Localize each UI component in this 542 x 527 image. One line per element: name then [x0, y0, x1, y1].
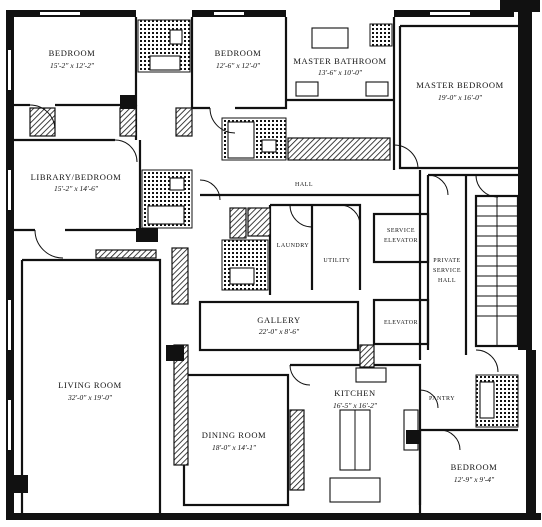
master-bed-dims: 19'-0" x 16'-0": [438, 93, 483, 102]
kitchen-fixtures: [329, 367, 419, 503]
private-hall-line3: HALL: [438, 278, 456, 284]
elevator-label: ELEVATOR: [384, 320, 418, 326]
private-hall-line1: PRIVATE: [433, 258, 460, 264]
living-room-name: LIVING ROOM: [58, 380, 122, 390]
kitchen-dims: 16'-5" x 16'-2": [333, 401, 378, 410]
dining-room-name: DINING ROOM: [202, 430, 266, 440]
doors: [29, 104, 499, 451]
gallery-dims: 22'-0" x 8'-6": [259, 327, 300, 336]
closets: [29, 107, 391, 491]
bathrooms: [137, 19, 519, 428]
service-elevator-line1: SERVICE: [387, 228, 415, 234]
library-name: LIBRARY/BEDROOM: [31, 172, 122, 182]
bedroom-n-name: BEDROOM: [215, 48, 262, 58]
kitchen-name: KITCHEN: [334, 388, 376, 398]
private-hall-line2: SERVICE: [433, 268, 461, 274]
stair-treads: [476, 196, 518, 346]
bedroom-n-dims: 12'-6" x 12'-0": [216, 61, 261, 70]
service-elevator-line2: ELEVATOR: [384, 238, 418, 244]
dining-room-dims: 18'-0" x 14'-1": [212, 443, 257, 452]
master-bed-name: MASTER BEDROOM: [416, 80, 504, 90]
master-bath-name: MASTER BATHROOM: [293, 56, 386, 66]
gallery-name: GALLERY: [257, 315, 300, 325]
bedroom-nw-dims: 15'-2" x 12'-2": [50, 61, 95, 70]
pantry-label: PANTRY: [429, 396, 455, 402]
bedroom-nw-name: BEDROOM: [49, 48, 96, 58]
columns: [14, 95, 420, 493]
laundry-label: LAUNDRY: [277, 243, 310, 249]
library-dims: 15'-2" x 14'-6": [54, 184, 99, 193]
bedroom-se-dims: 12'-9" x 9'-4": [454, 475, 495, 484]
bedroom-se-name: BEDROOM: [451, 462, 498, 472]
master-bath-dims: 13'-6" x 10'-0": [318, 68, 363, 77]
exterior-walls: [6, 0, 541, 520]
utility-label: UTILITY: [323, 258, 350, 264]
living-room-dims: 32'-0" x 19'-0": [67, 393, 113, 402]
hall-label: HALL: [295, 182, 313, 188]
